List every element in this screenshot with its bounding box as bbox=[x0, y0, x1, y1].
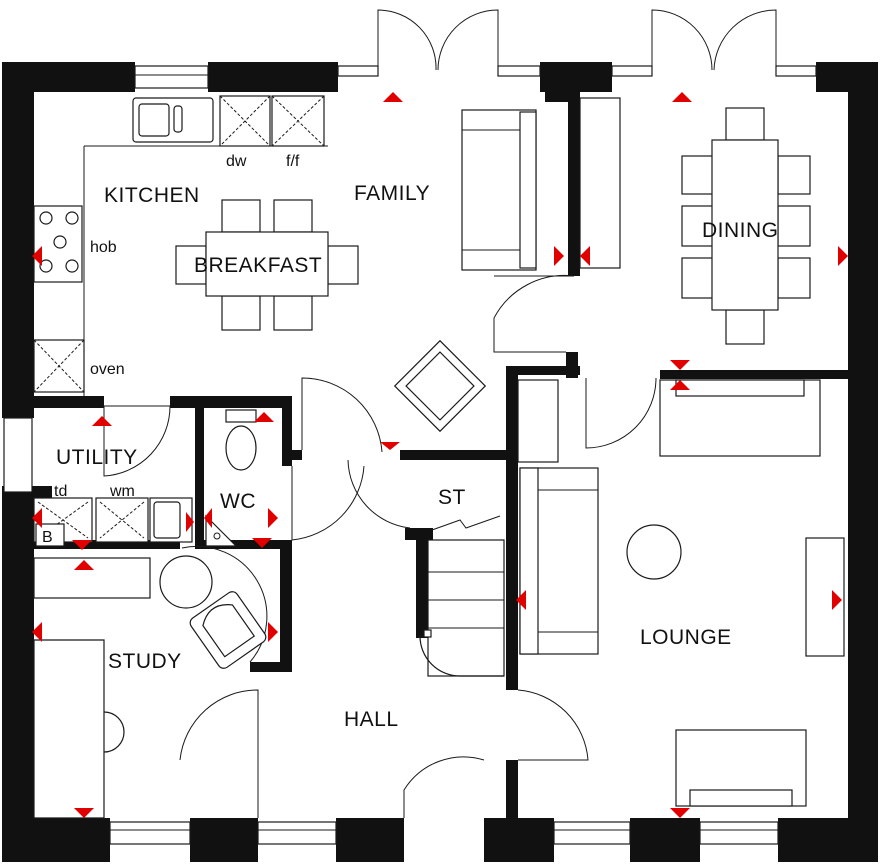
room-label-hall: HALL bbox=[344, 708, 399, 731]
label-boiler: B bbox=[42, 529, 53, 546]
kitchen-fittings bbox=[33, 95, 328, 396]
label-hob: hob bbox=[90, 239, 117, 256]
wc-basin bbox=[205, 514, 238, 547]
room-label-family: FAMILY bbox=[354, 182, 430, 205]
appliance-labels: dw f/f hob oven td wm B bbox=[42, 153, 300, 546]
room-label-wc: WC bbox=[220, 490, 256, 513]
room-label-utility: UTILITY bbox=[56, 446, 138, 469]
utility-fittings bbox=[33, 497, 193, 547]
room-label-dining: DINING bbox=[702, 219, 779, 242]
stairs bbox=[419, 515, 505, 677]
boiler bbox=[35, 523, 65, 547]
room-label-st: ST bbox=[438, 486, 466, 509]
room-label-study: STUDY bbox=[108, 650, 182, 673]
label-td: td bbox=[54, 483, 67, 500]
room-label-lounge: LOUNGE bbox=[640, 626, 732, 649]
doors bbox=[103, 9, 777, 818]
coffee-table bbox=[626, 524, 682, 580]
wc-fittings bbox=[205, 409, 257, 547]
label-oven: oven bbox=[90, 361, 125, 378]
label-dw: dw bbox=[226, 153, 247, 170]
breakfast-table bbox=[175, 199, 359, 331]
room-label-kitchen: KITCHEN bbox=[104, 184, 200, 207]
hob bbox=[33, 205, 83, 283]
walls bbox=[2, 62, 878, 862]
dining-table bbox=[681, 107, 811, 345]
toilet bbox=[225, 425, 257, 471]
windows bbox=[3, 65, 817, 845]
label-wm: wm bbox=[109, 483, 135, 500]
room-labels: KITCHEN FAMILY DINING BREAKFAST UTILITY … bbox=[56, 182, 779, 731]
label-ff: f/f bbox=[286, 153, 300, 170]
lounge-furniture bbox=[517, 379, 845, 807]
dimension-markers bbox=[32, 92, 848, 818]
room-label-breakfast: BREAKFAST bbox=[194, 254, 322, 277]
armchair bbox=[393, 339, 487, 433]
family-furniture bbox=[393, 97, 621, 433]
study-furniture bbox=[33, 555, 267, 819]
